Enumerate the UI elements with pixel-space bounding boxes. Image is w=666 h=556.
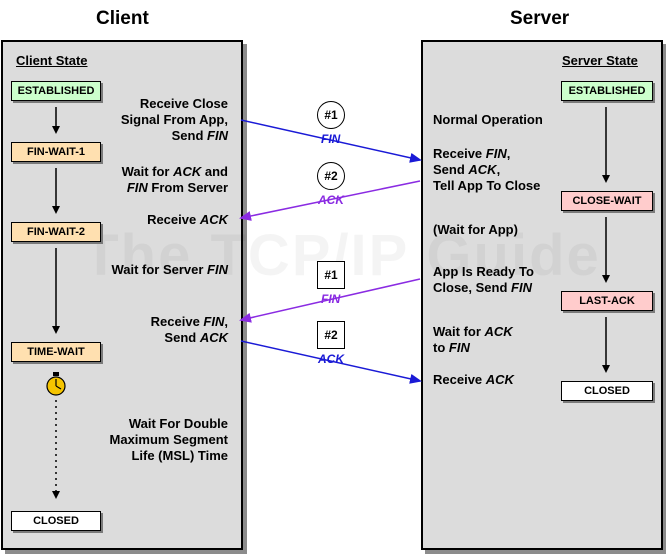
client-note-wait-msl: Wait For Double Maximum Segment Life (MS… [109,416,228,463]
client-note-receive-ack: Receive ACK [147,212,228,227]
message-arrow-fin-1 [240,119,422,163]
message-label-ack-4: ACK [318,352,344,366]
message-arrow-ack-2 [239,180,421,221]
server-state-established: ESTABLISHED [561,81,653,101]
server-note-receive-ack: Receive ACK [433,372,514,387]
message-badge-4: #2 [317,321,345,349]
client-panel [1,40,243,550]
message-label-ack-2: ACK [318,193,344,207]
message-badge-2: #2 [317,162,345,190]
client-note-receive-fin-send-ack: Receive FIN, Send ACK [150,314,228,345]
server-note-wait-ack: Wait for ACK to FIN [433,324,513,355]
client-state-fin-wait-2: FIN-WAIT-2 [11,222,101,242]
server-state-close-wait: CLOSE-WAIT [561,191,653,211]
server-note-normal-operation: Normal Operation [433,112,543,127]
server-title: Server [510,8,570,29]
message-arrow-ack-4 [240,340,422,384]
server-note-receive-fin: Receive FIN, Send ACK, Tell App To Close [433,146,541,193]
server-state-title: Server State [562,53,638,68]
server-note-app-ready: App Is Ready To Close, Send FIN [433,264,534,295]
message-arrow-fin-3 [239,278,421,323]
server-state-closed: CLOSED [561,381,653,401]
client-note-receive-close: Receive Close Signal From App, Send FIN [120,96,228,143]
server-state-last-ack: LAST-ACK [561,291,653,311]
stopwatch-icon [46,372,66,396]
client-note-wait-server-fin: Wait for Server FIN [111,262,228,277]
client-state-established: ESTABLISHED [11,81,101,101]
server-note-wait-app: (Wait for App) [433,222,518,237]
message-label-fin-1: FIN [321,132,341,146]
client-state-fin-wait-1: FIN-WAIT-1 [11,142,101,162]
client-state-title: Client State [16,53,88,68]
message-badge-1: #1 [317,101,345,129]
client-state-time-wait: TIME-WAIT [11,342,101,362]
client-title: Client [96,8,149,29]
client-note-wait-ack-fin: Wait for ACK and FIN From Server [121,164,228,195]
client-state-closed: CLOSED [11,511,101,531]
message-label-fin-3: FIN [321,292,341,306]
message-badge-3: #1 [317,261,345,289]
